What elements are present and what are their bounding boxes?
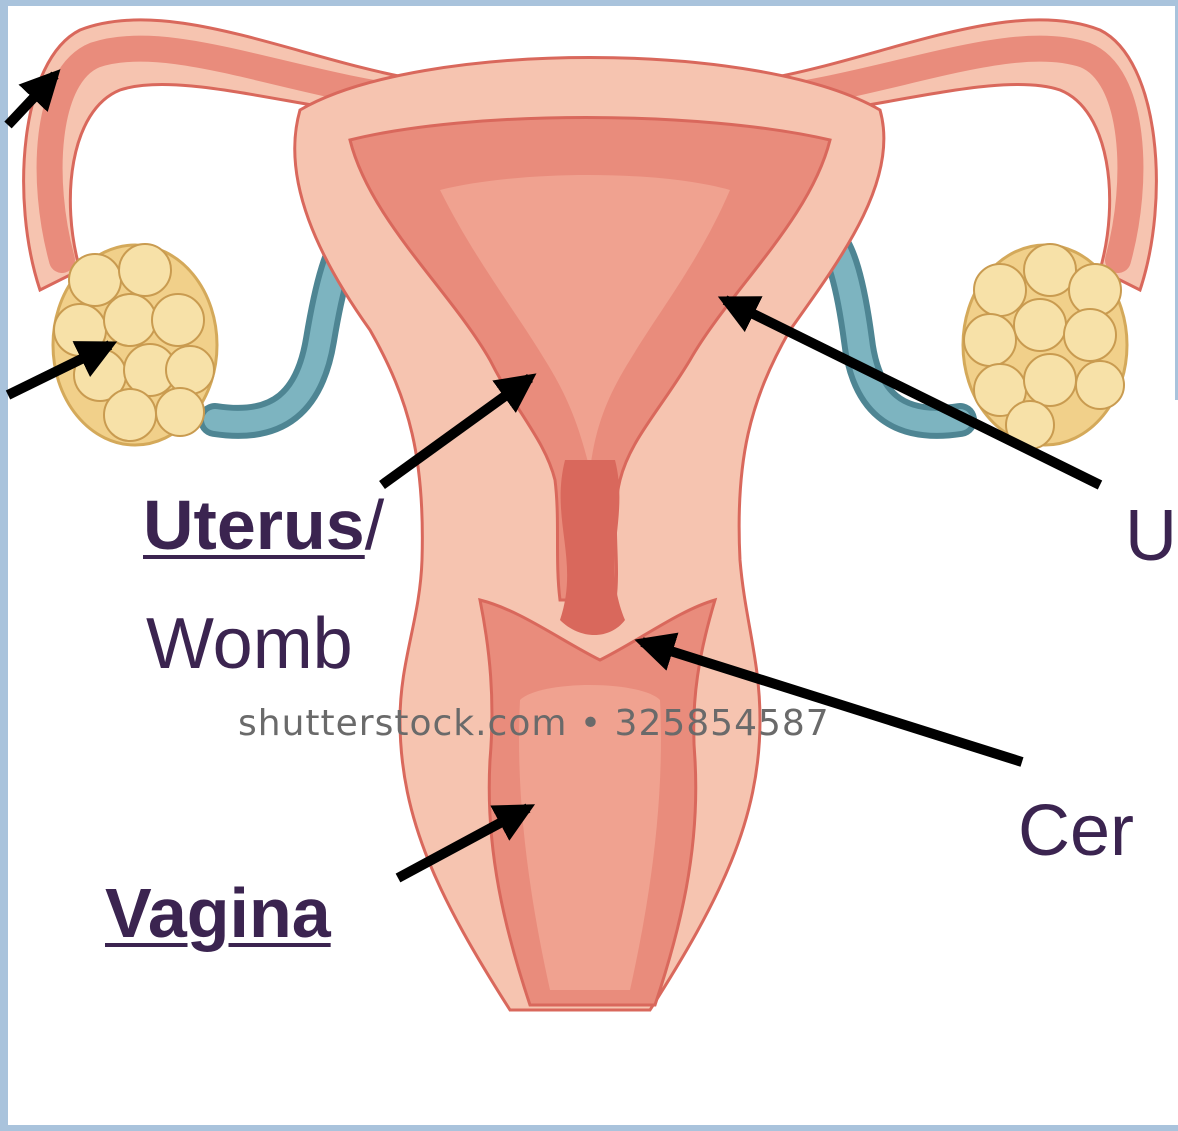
label-vagina: Vagina <box>105 878 331 948</box>
label-uterine-partial: U <box>1125 500 1177 572</box>
ovary-left <box>53 244 217 445</box>
label-cervix-partial: Cer <box>1018 795 1134 867</box>
watermark-text: shutterstock.com • 325854587 <box>238 703 830 744</box>
label-uterus-slash: / <box>365 490 384 560</box>
label-uterus: Uterus/ <box>143 490 384 560</box>
label-womb: Womb <box>146 608 353 680</box>
ovary-right <box>963 244 1127 449</box>
label-uterus-text: Uterus <box>143 486 365 564</box>
